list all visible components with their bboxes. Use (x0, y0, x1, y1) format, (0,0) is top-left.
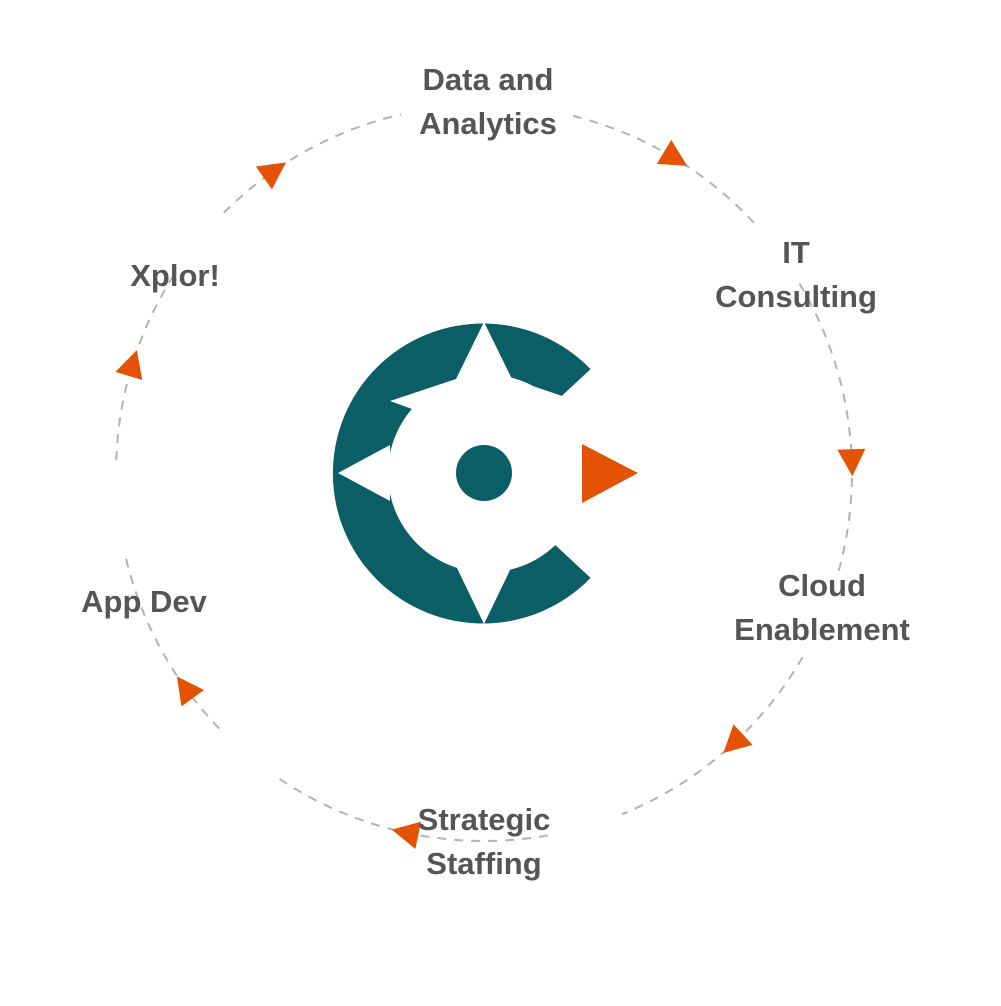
cycle-arrow-icon (837, 448, 866, 477)
stage-label-strategic-staffing: Strategic Staffing (417, 802, 551, 881)
dashed-arc-segment (115, 272, 177, 461)
stage-label-app-dev: App Dev (81, 584, 207, 619)
cycle-arrow-icon (115, 350, 143, 381)
stage-label-it-consulting: IT Consulting (715, 235, 877, 314)
dashed-arc-segment (223, 113, 402, 214)
dashed-arc-segment (621, 656, 804, 816)
logo-c-ring (332, 323, 591, 624)
stage-label-xplor: Xplor! (130, 258, 220, 293)
compass-c-logo-icon (332, 322, 638, 624)
cycle-arrow-icon (255, 162, 287, 190)
stage-label-data-and-analytics: Data and Analytics (419, 62, 557, 141)
dashed-arc-segment (572, 114, 759, 228)
logo-center-dot (456, 445, 512, 501)
cycle-arrows (115, 139, 866, 849)
logo-pointer-arrow-icon (582, 444, 638, 503)
cycle-arrow-icon (391, 821, 422, 849)
dashed-arc-segment (124, 555, 221, 730)
dashed-arc-segment (798, 282, 853, 575)
cycle-arrow-icon (723, 724, 753, 754)
stage-label-cloud-enablement: Cloud Enablement (734, 568, 910, 647)
logo-compass-star (338, 322, 577, 624)
cycle-arrow-icon (656, 139, 688, 166)
cycle-arrow-icon (176, 676, 205, 707)
